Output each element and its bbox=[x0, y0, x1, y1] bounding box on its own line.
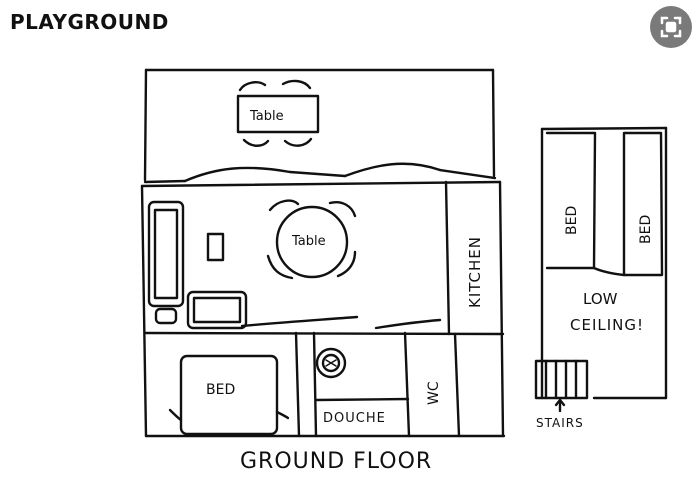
wc-label: WC bbox=[426, 381, 442, 405]
right-room bbox=[540, 126, 668, 400]
kitchen-label: KITCHEN bbox=[466, 236, 484, 308]
bed-right-label: BED bbox=[638, 215, 654, 244]
lower-partitions bbox=[294, 331, 461, 438]
top-room bbox=[143, 68, 497, 184]
long-table bbox=[236, 94, 320, 134]
main-room bbox=[140, 180, 506, 438]
low-ceiling-line1: LOW bbox=[583, 290, 618, 308]
sofa bbox=[147, 200, 248, 330]
bed-bottom bbox=[168, 354, 290, 436]
long-table-label: Table bbox=[249, 109, 284, 124]
expand-button[interactable] bbox=[650, 6, 692, 48]
bed-left-label: BED bbox=[564, 206, 580, 235]
low-ceiling-line2: CEILING! bbox=[570, 316, 644, 334]
douche-label: DOUCHE bbox=[323, 411, 386, 426]
stairs-graphic bbox=[534, 359, 589, 413]
bed-bottom-label: BED bbox=[206, 382, 235, 398]
round-table-label: Table bbox=[291, 234, 326, 249]
shower-drain bbox=[315, 347, 347, 379]
page-title: PLAYGROUND bbox=[10, 10, 169, 34]
floor-caption: GROUND FLOOR bbox=[240, 449, 433, 474]
coffee-table bbox=[206, 232, 225, 262]
round-table bbox=[266, 199, 357, 280]
expand-icon bbox=[660, 16, 682, 38]
stairs-label: STAIRS bbox=[536, 416, 584, 430]
